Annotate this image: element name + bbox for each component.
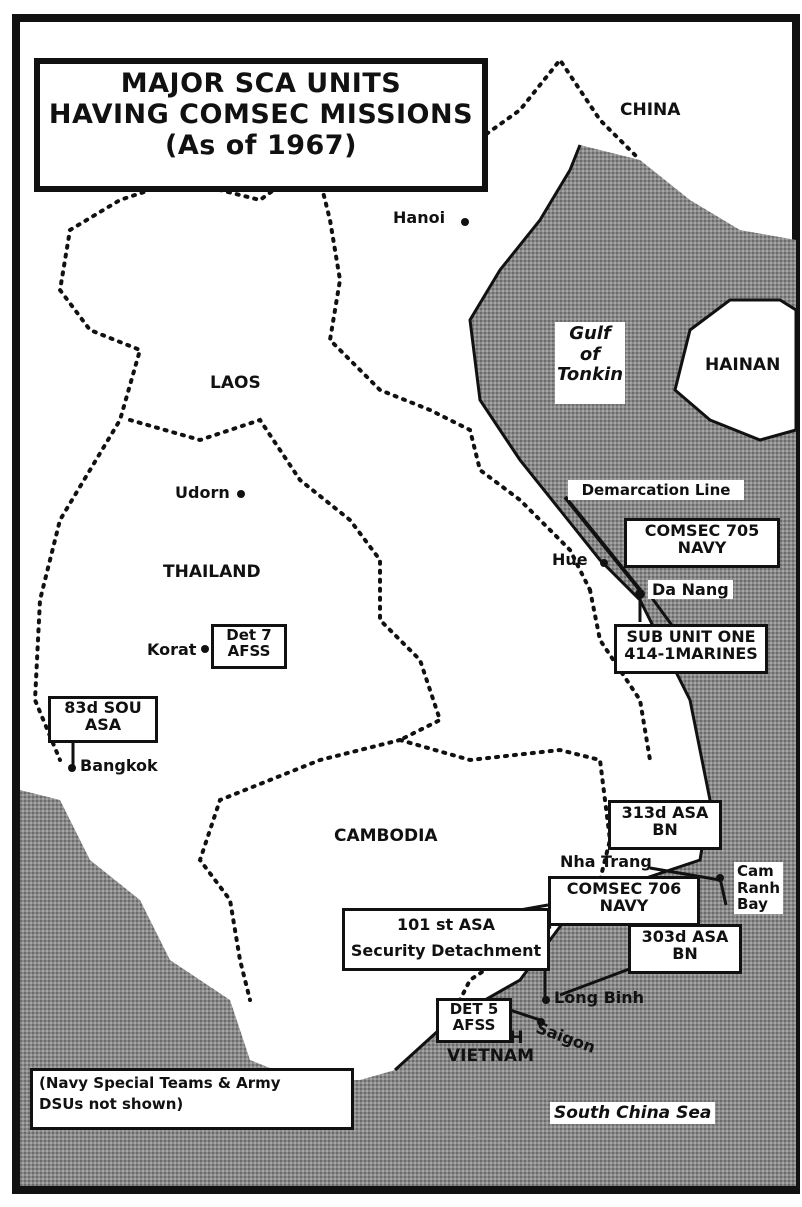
asa313-line-2: BN (652, 819, 678, 839)
note-line-1: (Navy Special Teams & Army (39, 1074, 281, 1092)
city-cam-ranh-bay: Cam Ranh Bay (734, 862, 784, 914)
unit-comsec-705-navy: COMSEC 705 NAVY (624, 518, 780, 568)
comsec705-line-1: COMSEC 705 (644, 521, 760, 540)
unit-313d-asa-bn: 313d ASA BN (608, 800, 722, 850)
title-line-1: MAJOR SCA UNITS (120, 68, 402, 99)
demarcation-line (563, 495, 642, 592)
label-demarcation-line: Demarcation Line (568, 480, 744, 500)
unit-sub-unit-one-marines: SUB UNIT ONE 414-1MARINES (614, 624, 768, 674)
borders (32, 56, 652, 1022)
label-hainan: HAINAN (705, 355, 781, 375)
det7-line-2: AFSS (227, 641, 271, 660)
asa101-line-1: 101 st ASA (397, 915, 495, 934)
det5-line-1: DET 5 (449, 1000, 499, 1018)
city-udorn: Udorn (175, 483, 230, 502)
label-cambodia: CAMBODIA (334, 826, 438, 846)
comsec705-line-2: NAVY (677, 537, 727, 557)
city-korat: Korat (147, 640, 197, 659)
title-line-2: HAVING COMSEC MISSIONS (48, 99, 474, 131)
gulf-line-2: of (579, 343, 601, 365)
label-china: CHINA (620, 100, 681, 120)
unit-83d-sou-asa: 83d SOU ASA (48, 696, 158, 743)
gulf-line-3: Tonkin (556, 364, 624, 386)
cam-line-1: Cam (737, 862, 774, 880)
asa101-line-2: Security Detachment (350, 940, 542, 960)
subunit-line-1: SUB UNIT ONE (626, 627, 756, 646)
det7-line-1: Det 7 (226, 626, 272, 644)
sou83-line-2: ASA (84, 714, 122, 734)
cam-line-3: Bay (737, 895, 768, 913)
unit-303d-asa-bn: 303d ASA BN (628, 924, 742, 974)
city-long-binh: Long Binh (554, 988, 645, 1007)
note-box: (Navy Special Teams & Army DSUs not show… (30, 1068, 354, 1130)
gulf-line-1: Gulf (569, 323, 611, 344)
hainan-island (673, 298, 798, 442)
city-bangkok: Bangkok (80, 756, 158, 775)
city-hue: Hue (552, 550, 588, 569)
unit-det-5-afss: DET 5 AFSS (436, 998, 512, 1043)
asa303-line-2: BN (672, 943, 698, 963)
unit-comsec-706-navy: COMSEC 706 NAVY (548, 876, 700, 926)
city-da-nang-text: Da Nang (652, 580, 729, 599)
cam-line-2: Ranh (737, 878, 781, 897)
title-line-3: (As of 1967) (165, 130, 357, 162)
comsec706-line-2: NAVY (599, 895, 649, 915)
city-nha-trang: Nha Trang (560, 852, 652, 871)
label-laos: LAOS (210, 373, 261, 393)
label-south-china-sea: South China Sea (550, 1102, 716, 1124)
city-da-nang: Da Nang (648, 580, 733, 599)
subunit-line-2: 414-1MARINES (624, 643, 758, 663)
comsec706-line-1: COMSEC 706 (566, 879, 682, 898)
label-south-vietnam-2: VIETNAM (447, 1045, 534, 1066)
city-dots (68, 218, 724, 1026)
asa313-line-1: 313d ASA (621, 803, 709, 822)
city-hanoi: Hanoi (393, 208, 446, 227)
unit-det-7-afss: Det 7 AFSS (211, 624, 287, 669)
unit-101st-asa-security-detachment: 101 st ASA Security Detachment (342, 908, 550, 971)
map-title-box: MAJOR SCA UNITS HAVING COMSEC MISSIONS (… (34, 58, 488, 192)
sou83-line-1: 83d SOU (64, 698, 142, 717)
asa303-line-1: 303d ASA (641, 927, 729, 946)
note-line-2: DSUs not shown) (39, 1095, 184, 1113)
det5-line-2: AFSS (452, 1015, 496, 1034)
label-gulf-of-tonkin: Gulf of Tonkin (555, 322, 625, 404)
label-thailand: THAILAND (163, 562, 261, 582)
